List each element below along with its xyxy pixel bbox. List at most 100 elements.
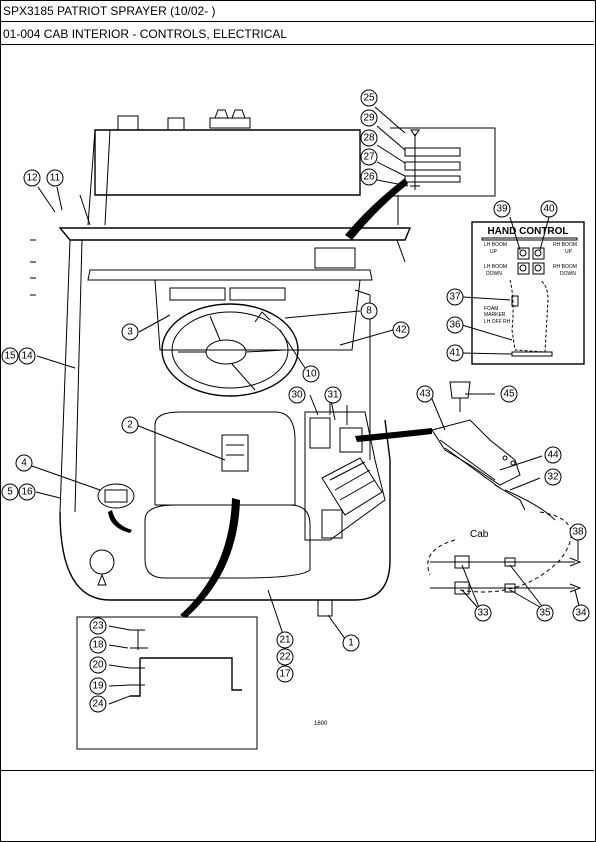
svg-text:24: 24: [92, 699, 104, 710]
svg-text:15: 15: [4, 351, 16, 362]
detail-leaders: [108, 178, 432, 618]
svg-text:39: 39: [496, 204, 508, 215]
svg-text:21: 21: [279, 635, 291, 646]
callout-31: 31: [324, 386, 342, 404]
callout-18: 18: [89, 636, 107, 654]
callout-17: 17: [276, 665, 294, 683]
callout-14: 14: [18, 347, 36, 365]
figure-number: 1600: [314, 721, 328, 727]
hand-control-title: HAND CONTROL: [487, 226, 568, 237]
callout-35: 35: [536, 604, 554, 622]
callouts: 12 11 25 29 28 27 26 39 40 37 36 41 8 42…: [1, 89, 590, 713]
callout-40: 40: [540, 200, 558, 218]
svg-text:42: 42: [395, 325, 407, 336]
callout-11: 11: [46, 169, 64, 187]
throttle-lever: [431, 381, 556, 521]
svg-text:40: 40: [543, 204, 555, 215]
svg-text:8: 8: [366, 306, 372, 317]
lh-up-label: UP: [490, 249, 498, 255]
svg-text:3: 3: [127, 327, 133, 338]
callout-39: 39: [493, 200, 511, 218]
callout-28: 28: [360, 129, 378, 147]
callout-32: 32: [544, 468, 562, 486]
svg-text:20: 20: [92, 660, 104, 671]
svg-text:27: 27: [363, 152, 375, 163]
cab-label: Cab: [470, 529, 489, 540]
svg-text:35: 35: [539, 608, 551, 619]
svg-text:1: 1: [348, 638, 354, 649]
callout-4: 4: [15, 454, 33, 472]
svg-text:29: 29: [363, 113, 375, 124]
callout-27: 27: [360, 148, 378, 166]
callout-19: 19: [89, 677, 107, 695]
section-title: 01-004 CAB INTERIOR - CONTROLS, ELECTRIC…: [0, 23, 594, 45]
rh-boom-up-label: RH BOOM: [553, 242, 577, 248]
callout-22: 22: [276, 648, 294, 666]
svg-text:34: 34: [575, 608, 587, 619]
svg-text:22: 22: [279, 652, 291, 663]
callout-15: 15: [1, 347, 19, 365]
callout-33: 33: [474, 604, 492, 622]
svg-text:4: 4: [21, 458, 27, 469]
callout-10: 10: [302, 365, 320, 383]
foam-label: FOAM: [484, 306, 498, 312]
steering-wheel: [161, 303, 299, 397]
svg-text:44: 44: [547, 450, 559, 461]
svg-text:19: 19: [92, 681, 104, 692]
left-edge-marks: [30, 239, 36, 296]
cab-body: [58, 227, 412, 601]
parts-diagram: HAND CONTROL LH BOOM UP RH BOOM UP LH BO…: [1, 89, 590, 750]
svg-text:31: 31: [327, 390, 339, 401]
svg-text:11: 11: [50, 173, 61, 184]
callout-44: 44: [544, 446, 562, 464]
svg-text:45: 45: [503, 389, 515, 400]
cab-roof-structure: [79, 109, 399, 226]
callout-3: 3: [121, 323, 139, 341]
callout-41: 41: [446, 344, 464, 362]
svg-text:16: 16: [21, 487, 33, 498]
svg-text:18: 18: [92, 640, 104, 651]
svg-text:14: 14: [21, 351, 33, 362]
lh-down-label: DOWN: [486, 271, 502, 277]
callout-29: 29: [360, 109, 378, 127]
svg-text:43: 43: [419, 389, 431, 400]
callout-21: 21: [276, 631, 294, 649]
marker-label: MARKER: [484, 312, 506, 318]
seat: [89, 411, 311, 586]
callout-leaders: [31, 106, 581, 705]
bracket-detail: [76, 616, 258, 750]
svg-text:38: 38: [572, 527, 584, 538]
svg-text:36: 36: [449, 320, 461, 331]
rh-boom-down-label: RH BOOM: [553, 264, 577, 270]
callout-30: 30: [288, 386, 306, 404]
lh-boom-down-label: LH BOOM: [484, 264, 507, 270]
svg-text:41: 41: [449, 348, 461, 359]
svg-text:12: 12: [26, 173, 38, 184]
callout-2: 2: [121, 416, 139, 434]
callout-24: 24: [89, 695, 107, 713]
side-console: [304, 400, 386, 541]
callout-8: 8: [360, 302, 378, 320]
footer-divider: [0, 770, 594, 771]
callout-42: 42: [392, 321, 410, 339]
callout-34: 34: [572, 604, 590, 622]
document-title: SPX3185 PATRIOT SPRAYER (10/02- ): [0, 0, 594, 22]
lh-boom-up-label: LH BOOM: [484, 242, 507, 248]
callout-26: 26: [360, 168, 378, 186]
rh-down-label: DOWN: [560, 271, 576, 277]
callout-23: 23: [89, 617, 107, 635]
callout-25: 25: [360, 89, 378, 107]
callout-16: 16: [18, 483, 36, 501]
bracket-1: [317, 599, 333, 617]
foam-switch-label: LH OFF RH: [484, 319, 511, 325]
svg-text:17: 17: [279, 669, 291, 680]
svg-text:28: 28: [363, 133, 375, 144]
hand-control-panel: HAND CONTROL LH BOOM UP RH BOOM UP LH BO…: [471, 221, 585, 365]
control-cables: Cab: [427, 511, 582, 595]
callout-38: 38: [569, 523, 587, 541]
svg-text:25: 25: [363, 93, 375, 104]
svg-text:37: 37: [449, 292, 461, 303]
switch-detail-4: [97, 483, 135, 509]
callout-45: 45: [500, 385, 518, 403]
callout-1: 1: [342, 634, 360, 652]
